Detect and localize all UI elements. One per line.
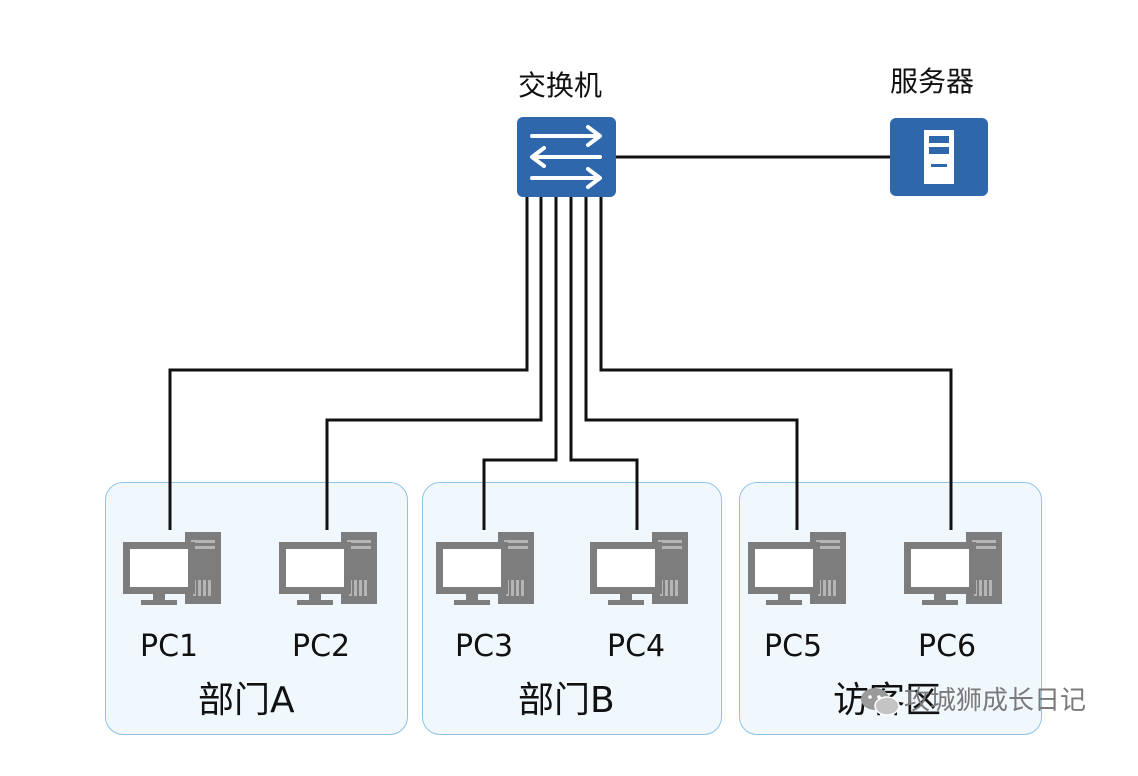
cable-pc6 [599, 197, 953, 530]
watermark-text: 攻城狮成长日记 [904, 686, 1087, 716]
wechat-icon [861, 688, 900, 716]
pc-icon [748, 532, 846, 605]
pc-icon [904, 532, 1002, 605]
switch-icon [517, 117, 616, 197]
cables [168, 155, 953, 530]
pc-icon [436, 532, 534, 605]
zone-label-dept-a: 部门A [198, 680, 295, 721]
zone-dept-b [422, 482, 722, 735]
pc-label: PC4 [607, 629, 666, 664]
switch-label: 交换机 [518, 69, 603, 102]
cable-pc5 [584, 197, 799, 530]
pc-icon [123, 532, 221, 605]
server-icon [890, 118, 988, 196]
server-label: 服务器 [890, 65, 975, 98]
zone-label-dept-b: 部门B [518, 680, 615, 721]
pc-icon [590, 532, 688, 605]
cable-pc1 [168, 197, 529, 530]
cable-pc4 [569, 197, 639, 530]
pc-label: PC2 [292, 629, 351, 664]
pc-label: PC6 [918, 629, 977, 664]
pc-label: PC3 [455, 629, 514, 664]
pc-label: PC5 [764, 629, 823, 664]
zone-dept-a [105, 482, 408, 735]
pc-label: PC1 [140, 629, 199, 664]
zone-guest [739, 482, 1042, 735]
cable-pc3 [482, 197, 558, 530]
pc-icon [279, 532, 377, 605]
cable-pc2 [325, 197, 543, 530]
